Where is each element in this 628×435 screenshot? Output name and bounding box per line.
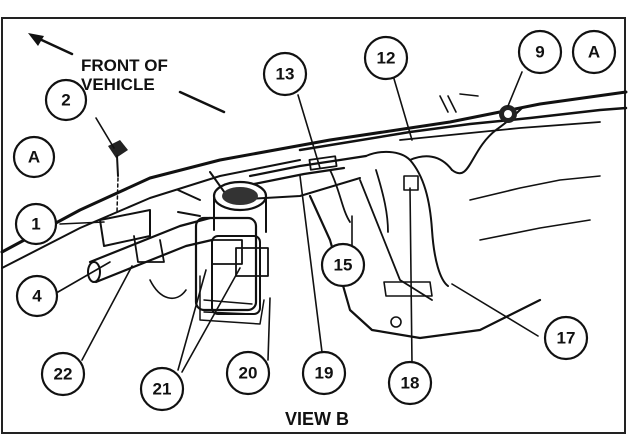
callout-18: 18 <box>387 360 433 406</box>
callout-21: 21 <box>139 366 185 412</box>
wiring-harness <box>248 105 523 287</box>
callout-9: 9 <box>517 29 563 75</box>
svg-text:21: 21 <box>153 380 172 399</box>
callout-2: 2 <box>44 78 88 122</box>
front-direction-arrow <box>28 33 74 56</box>
svg-text:15: 15 <box>334 256 353 275</box>
vehicle-line-mark <box>178 90 226 114</box>
svg-text:2: 2 <box>61 91 70 110</box>
svg-text:A: A <box>28 148 40 167</box>
callout-A-left: A <box>12 135 56 179</box>
callout-4: 4 <box>15 274 59 318</box>
svg-text:1: 1 <box>31 215 40 234</box>
callout-22: 22 <box>40 351 86 397</box>
front-of-vehicle-label-line1: FRONT OF <box>81 56 168 75</box>
callout-12: 12 <box>363 35 409 81</box>
bolt <box>108 140 128 213</box>
callout-15: 15 <box>320 242 366 288</box>
svg-text:4: 4 <box>32 287 42 306</box>
callout-A-right: A <box>571 29 617 75</box>
svg-text:12: 12 <box>377 49 396 68</box>
svg-text:19: 19 <box>315 364 334 383</box>
callout-17: 17 <box>543 315 589 361</box>
callout-20: 20 <box>225 350 271 396</box>
svg-text:20: 20 <box>239 364 258 383</box>
svg-text:18: 18 <box>401 374 420 393</box>
callout-1: 1 <box>14 202 58 246</box>
svg-text:A: A <box>588 43 600 62</box>
callout-19: 19 <box>301 350 347 396</box>
intake-duct <box>87 209 214 300</box>
inner-fender-panel <box>308 175 601 340</box>
view-label: VIEW B <box>285 409 349 429</box>
air-meter-assembly <box>177 180 269 325</box>
front-of-vehicle-label-line2: VEHICLE <box>81 75 155 94</box>
leader-lines <box>57 71 539 373</box>
svg-text:17: 17 <box>557 329 576 348</box>
svg-text:13: 13 <box>276 65 295 84</box>
svg-text:9: 9 <box>535 43 544 62</box>
callout-13: 13 <box>262 51 308 97</box>
svg-text:22: 22 <box>54 365 73 384</box>
